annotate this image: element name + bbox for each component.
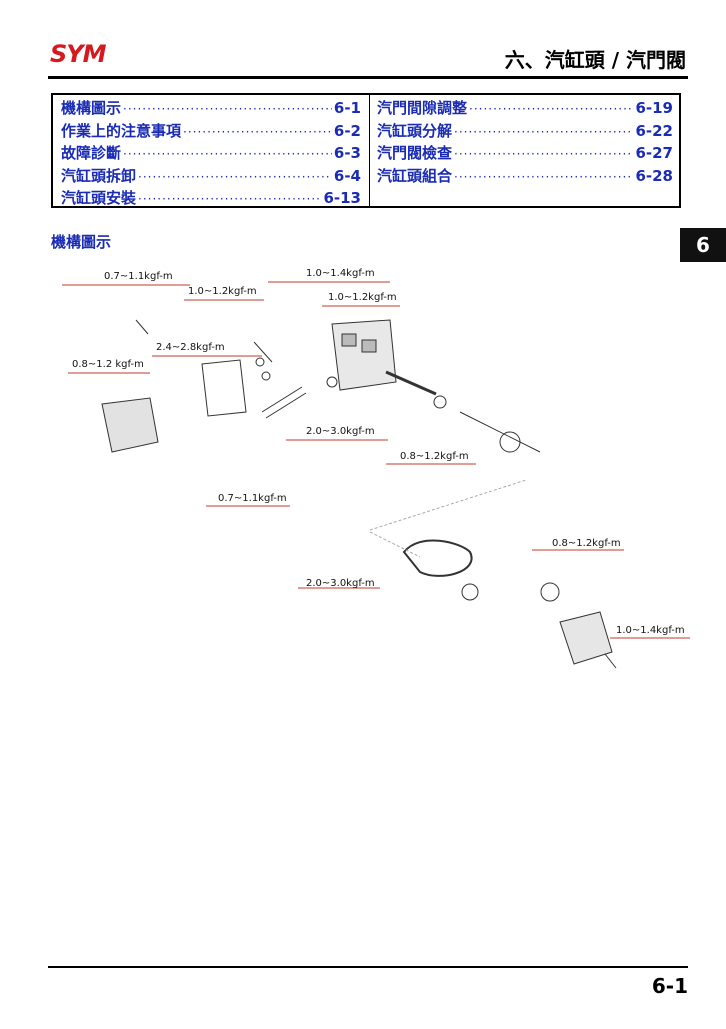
torque-label: 0.7~1.1kgf-m — [104, 271, 173, 282]
toc-entry-label: 故障診斷 — [61, 144, 122, 162]
torque-label: 1.0~1.4kgf-m — [616, 625, 685, 636]
toc-entry-page: 6-3 — [333, 144, 361, 162]
toc-entry-page: 6-22 — [635, 121, 673, 140]
pushrod-part — [265, 392, 307, 419]
toc-leader-dots: ········································… — [123, 102, 332, 116]
toc-entry[interactable]: 汽缸頭分解···································… — [377, 120, 673, 143]
bolt-part — [604, 653, 617, 669]
tensioner-part — [461, 583, 479, 601]
chapter-tab[interactable]: 6 — [680, 228, 726, 262]
footer-rule — [48, 966, 688, 968]
water-pump-housing — [559, 611, 613, 665]
shaft-part — [459, 411, 541, 453]
toc-entry[interactable]: 汽缸頭拆卸···································… — [61, 165, 361, 188]
torque-label: 2.0~3.0kgf-m — [306, 426, 375, 437]
torque-label: 0.8~1.2kgf-m — [400, 451, 469, 462]
exploded-parts-diagram — [62, 281, 690, 669]
toc-left-column: 機構圖示····································… — [61, 97, 361, 210]
torque-label: 2.4~2.8kgf-m — [156, 342, 225, 353]
toc-entry[interactable]: 汽缸頭安裝···································… — [61, 187, 361, 210]
pushrod-part — [261, 386, 303, 413]
toc-entry-label: 汽缸頭拆卸 — [61, 166, 137, 185]
assembly-guide-line — [369, 531, 421, 558]
torque-label: 0.8~1.2kgf-m — [552, 538, 621, 549]
toc-leader-dots: ········································… — [138, 169, 332, 184]
cylinder-head-port — [341, 333, 357, 347]
toc-entry-page: 6-2 — [333, 121, 361, 140]
toc-entry-page: 6-19 — [635, 99, 673, 117]
header-rule — [48, 76, 688, 79]
toc-entry-page: 6-4 — [333, 166, 361, 185]
torque-label: 1.0~1.2kgf-m — [188, 286, 257, 297]
toc-leader-dots: ········································… — [454, 124, 633, 139]
toc-entry[interactable]: 汽缸頭組合···································… — [377, 165, 673, 188]
washer-part — [326, 376, 338, 388]
sym-logo: SYM — [50, 40, 107, 68]
toc-entry-label: 機構圖示 — [61, 99, 122, 117]
page-number: 6-1 — [651, 974, 688, 998]
section-heading: 機構圖示 — [51, 233, 112, 251]
rod-part — [253, 341, 273, 363]
toc-entry-page: 6-1 — [333, 99, 361, 117]
torque-label: 0.8~1.2 kgf-m — [72, 359, 144, 370]
toc-leader-dots: ········································… — [183, 124, 332, 139]
spring-part — [255, 357, 265, 367]
toc-entry[interactable]: 汽門間隙調整··································… — [377, 97, 673, 120]
cylinder-head-port — [361, 339, 377, 353]
valve-cover-gasket — [201, 359, 247, 417]
toc-entry-page: 6-13 — [323, 189, 361, 207]
timing-chain-part — [402, 539, 473, 577]
toc-entry-label: 汽門間隙調整 — [377, 99, 468, 117]
impeller-part — [540, 582, 560, 602]
table-of-contents: 機構圖示····································… — [51, 93, 681, 208]
toc-entry-page: 6-27 — [635, 144, 673, 162]
torque-label: 2.0~3.0kgf-m — [306, 578, 375, 589]
chapter-title: 六、汽缸頭 / 汽門閥 — [504, 48, 686, 72]
toc-right-column: 汽門間隙調整··································… — [377, 97, 673, 187]
toc-entry-label: 汽缸頭組合 — [377, 166, 453, 185]
toc-leader-dots: ········································… — [454, 169, 633, 184]
spring-part — [261, 371, 271, 381]
toc-entry[interactable]: 作業上的注意事項································… — [61, 120, 361, 143]
toc-leader-dots: ········································… — [469, 102, 633, 116]
toc-entry-label: 汽缸頭安裝 — [61, 189, 137, 207]
toc-entry[interactable]: 故障診斷····································… — [61, 142, 361, 165]
valve-cover-part — [101, 397, 159, 453]
toc-entry[interactable]: 汽門閥檢查···································… — [377, 142, 673, 165]
toc-entry-label: 汽門閥檢查 — [377, 144, 453, 162]
toc-divider — [369, 95, 370, 206]
toc-entry-page: 6-28 — [635, 166, 673, 185]
torque-label: 0.7~1.1kgf-m — [218, 493, 287, 504]
cylinder-head-part — [331, 319, 397, 391]
rod-part — [135, 319, 149, 335]
sprocket-part — [499, 431, 521, 453]
torque-label: 1.0~1.2kgf-m — [328, 292, 397, 303]
assembly-guide-line — [369, 479, 527, 531]
toc-leader-dots: ········································… — [138, 192, 321, 206]
toc-entry-label: 汽缸頭分解 — [377, 121, 453, 140]
camshaft-part — [385, 370, 437, 396]
toc-entry[interactable]: 機構圖示····································… — [61, 97, 361, 120]
toc-leader-dots: ········································… — [123, 147, 332, 161]
torque-label: 1.0~1.4kgf-m — [306, 268, 375, 279]
toc-leader-dots: ········································… — [454, 147, 633, 161]
toc-entry-label: 作業上的注意事項 — [61, 121, 182, 140]
bearing-part — [433, 395, 447, 409]
